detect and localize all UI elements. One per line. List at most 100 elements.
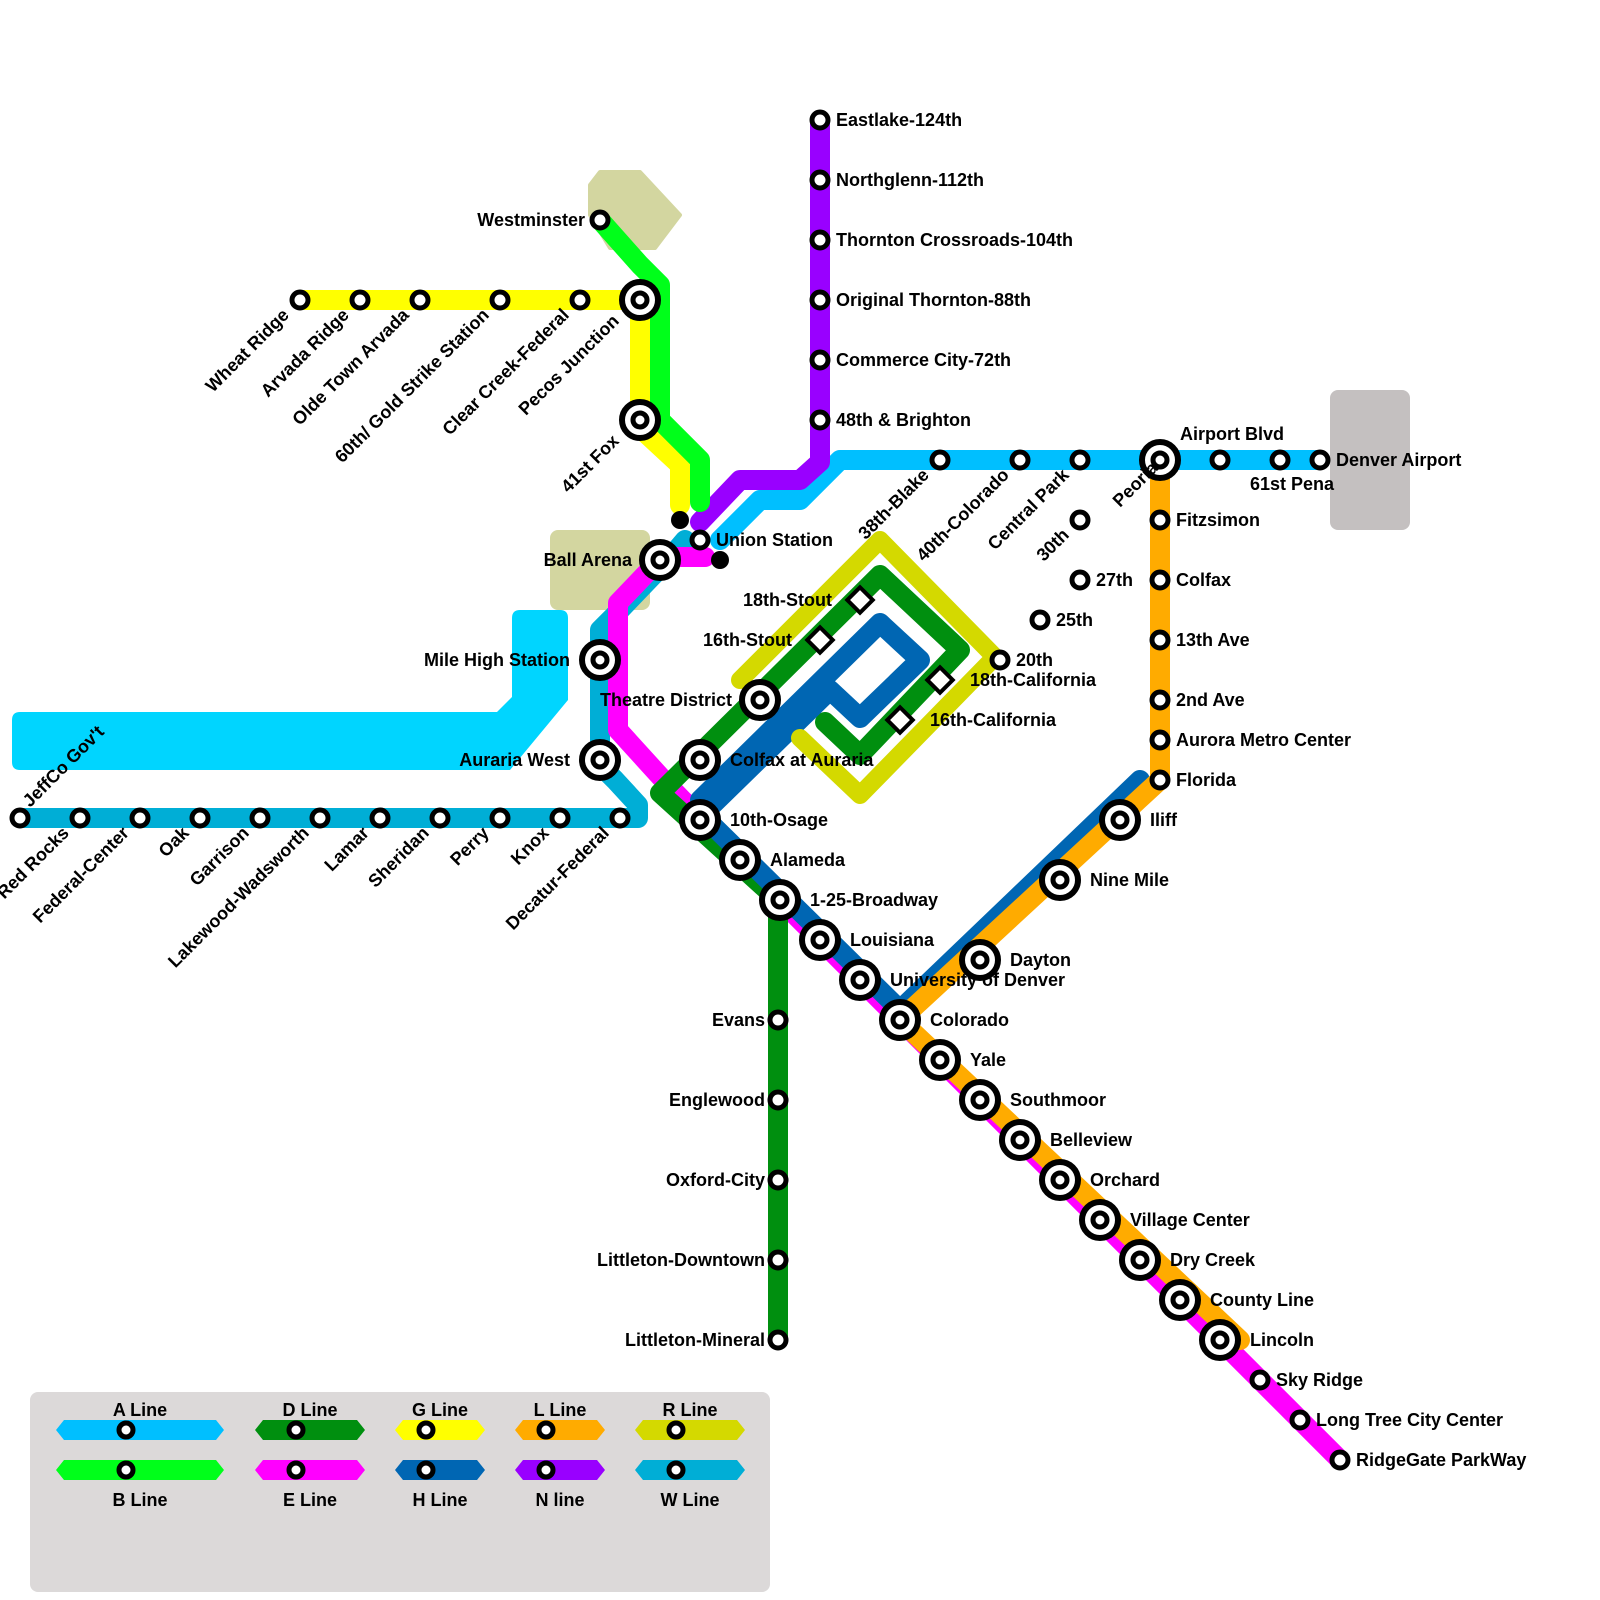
station-lincoln[interactable] <box>1199 1319 1241 1361</box>
station-clear-creek[interactable] <box>569 289 591 311</box>
station-jeffco[interactable] <box>9 807 31 829</box>
station-sky-ridge[interactable] <box>1249 1369 1271 1391</box>
station-airport-blvd[interactable] <box>1209 449 1231 471</box>
station-federal-center[interactable] <box>129 807 151 829</box>
l-line[interactable] <box>890 450 1250 1350</box>
station-brighton48[interactable] <box>809 409 831 431</box>
interchange-inner-icon <box>750 690 770 710</box>
station-wheat-ridge[interactable] <box>289 289 311 311</box>
station-original-thornton[interactable] <box>809 289 831 311</box>
legend-label: D Line <box>282 1400 337 1420</box>
station-yale[interactable] <box>919 1039 961 1081</box>
station-denver-airport[interactable] <box>1309 449 1331 471</box>
station-arvada-ridge[interactable] <box>349 289 371 311</box>
station-th27[interactable] <box>1069 569 1091 591</box>
station-label: Lamar <box>320 823 372 875</box>
legend-swatch <box>56 1460 224 1480</box>
station-perry[interactable] <box>489 807 511 829</box>
station-central-park[interactable] <box>1069 449 1091 471</box>
b-line[interactable] <box>590 210 710 512</box>
station-alameda[interactable] <box>719 839 761 881</box>
stop-icon <box>1149 729 1171 751</box>
g-line[interactable] <box>290 290 690 515</box>
station-county-line[interactable] <box>1159 1279 1201 1321</box>
station-red-rocks[interactable] <box>69 807 91 829</box>
station-mile-high[interactable] <box>579 639 621 681</box>
station-englewood[interactable] <box>767 1089 789 1111</box>
station-fox41[interactable] <box>619 399 661 441</box>
station-village-center[interactable] <box>1079 1199 1121 1241</box>
station-dry-creek[interactable] <box>1119 1239 1161 1281</box>
station-ave13[interactable] <box>1149 629 1171 651</box>
station-dayton[interactable] <box>959 939 1001 981</box>
legend-label: G Line <box>412 1400 468 1420</box>
station-th25[interactable] <box>1029 609 1051 631</box>
station-iliff[interactable] <box>1099 799 1141 841</box>
station-lamar[interactable] <box>369 807 391 829</box>
station-knox[interactable] <box>549 807 571 829</box>
station-littleton-dt[interactable] <box>767 1249 789 1271</box>
station-eastlake[interactable] <box>809 109 831 131</box>
station-peoria[interactable] <box>1139 439 1181 481</box>
station-louisiana[interactable] <box>799 919 841 961</box>
station-label: 20th <box>1016 650 1053 670</box>
station-stout18[interactable] <box>844 584 876 616</box>
station-southmoor[interactable] <box>959 1079 1001 1121</box>
station-sheridan[interactable] <box>429 807 451 829</box>
station-lakewood[interactable] <box>309 807 331 829</box>
station-du[interactable] <box>839 959 881 1001</box>
station-ave2[interactable] <box>1149 689 1171 711</box>
station-commerce-city[interactable] <box>809 349 831 371</box>
stop-icon <box>569 289 591 311</box>
station-thornton-crossroads[interactable] <box>809 229 831 251</box>
station-union[interactable] <box>689 529 711 551</box>
station-stout16[interactable] <box>804 624 836 656</box>
station-ridgegate[interactable] <box>1329 1449 1351 1471</box>
station-northglenn[interactable] <box>809 169 831 191</box>
stop-icon <box>989 649 1011 671</box>
station-blake38[interactable] <box>929 449 951 471</box>
station-nine-mile[interactable] <box>1039 859 1081 901</box>
station-aurora-metro[interactable] <box>1149 729 1171 751</box>
station-oak[interactable] <box>189 807 211 829</box>
station-label: Sky Ridge <box>1276 1370 1363 1390</box>
station-th30[interactable] <box>1069 509 1091 531</box>
station-lone-tree[interactable] <box>1289 1409 1311 1431</box>
n-line[interactable] <box>690 110 830 532</box>
station-fitzsimon[interactable] <box>1149 509 1171 531</box>
stop-icon <box>289 289 311 311</box>
station-gold-strike[interactable] <box>489 289 511 311</box>
station-ball-arena[interactable] <box>639 539 681 581</box>
station-olde-town[interactable] <box>409 289 431 311</box>
stop-icon <box>1289 1409 1311 1431</box>
station-evans[interactable] <box>767 1009 789 1031</box>
station-pena61[interactable] <box>1269 449 1291 471</box>
legend-item-h: H Line <box>395 1460 485 1510</box>
station-orchard[interactable] <box>1039 1159 1081 1201</box>
station-label: Long Tree City Center <box>1316 1410 1503 1430</box>
station-theatre[interactable] <box>739 679 781 721</box>
station-oxford[interactable] <box>767 1169 789 1191</box>
station-colfax[interactable] <box>1149 569 1171 591</box>
station-label: Iliff <box>1150 810 1178 830</box>
station-label: Decatur-Federal <box>502 823 613 934</box>
station-garrison[interactable] <box>249 807 271 829</box>
station-th20[interactable] <box>989 649 1011 671</box>
station-auraria-west[interactable] <box>579 739 621 781</box>
station-pecos[interactable] <box>619 279 661 321</box>
station-colfax-auraria[interactable] <box>679 739 721 781</box>
station-westminster[interactable] <box>589 209 611 231</box>
station-florida[interactable] <box>1149 769 1171 791</box>
station-decatur[interactable] <box>609 807 631 829</box>
interchange-inner-icon <box>1010 1130 1030 1150</box>
a-line[interactable] <box>710 450 1330 550</box>
station-california18[interactable] <box>924 664 956 696</box>
station-osage[interactable] <box>679 799 721 841</box>
station-colorado[interactable] <box>879 999 921 1041</box>
station-colorado40[interactable] <box>1009 449 1031 471</box>
station-littleton-min[interactable] <box>767 1329 789 1351</box>
station-broadway[interactable] <box>759 879 801 921</box>
station-california16[interactable] <box>884 704 916 736</box>
station-belleview[interactable] <box>999 1119 1041 1161</box>
